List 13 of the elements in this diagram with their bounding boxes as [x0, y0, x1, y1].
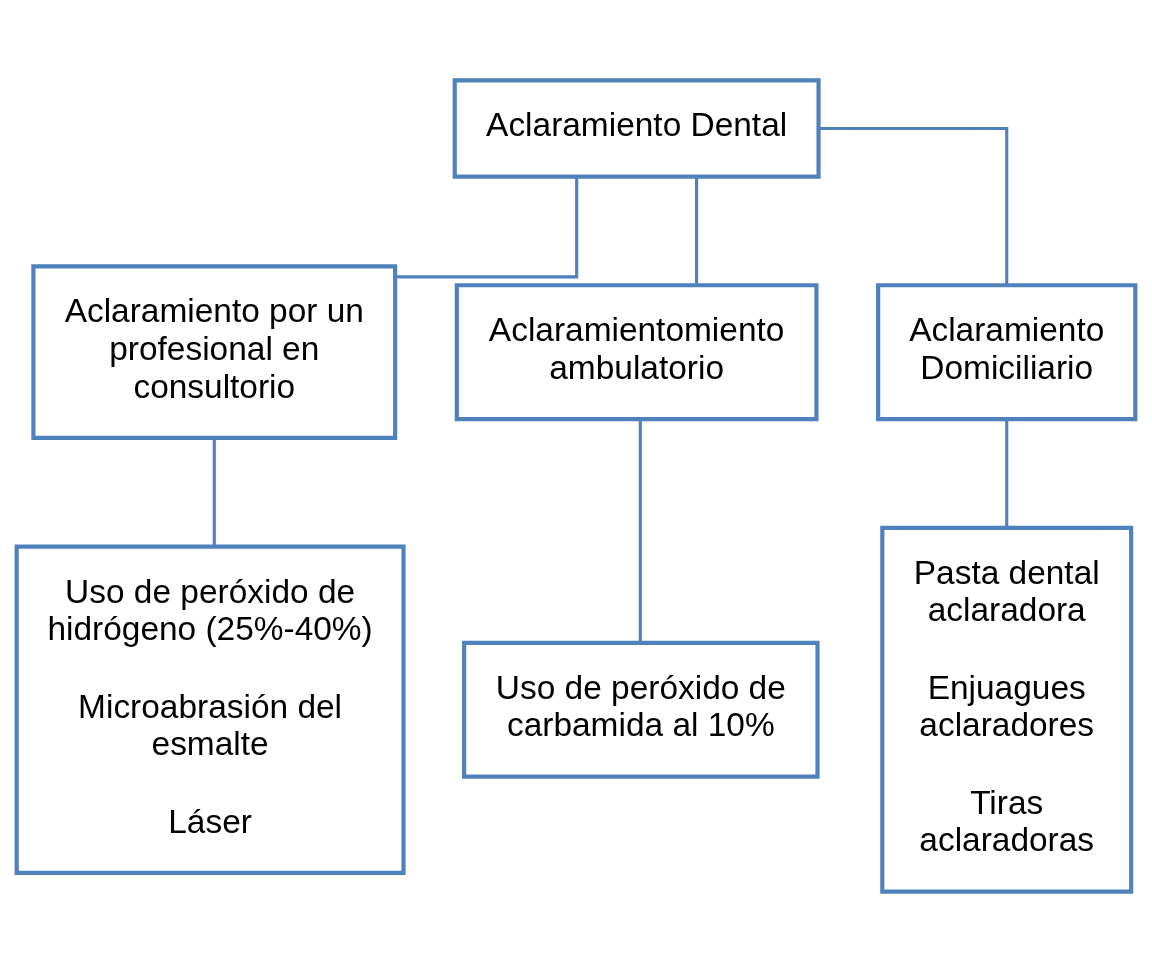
node-box: Aclaramiento Dental [452, 78, 821, 179]
connector [212, 438, 216, 547]
node-box: Uso de peróxido de hidrógeno (25%-40%) Microabrasión del esmalte Láser [14, 544, 406, 875]
connector [818, 126, 1009, 286]
connector [1005, 419, 1009, 528]
node-box: Aclaramientomiento ambulatorio [454, 283, 819, 422]
connector [695, 177, 699, 286]
connector [395, 177, 579, 279]
node-box: Aclaramiento Domiciliario [876, 283, 1138, 422]
connector [638, 419, 642, 643]
node-box: Pasta dental aclaradora Enjuagues aclaradores Tiras aclaradoras [880, 525, 1134, 894]
node-box: Aclaramiento por un profesional en consultorio [31, 264, 398, 440]
node-box: Uso de peróxido de carbamida al 10% [462, 640, 820, 779]
